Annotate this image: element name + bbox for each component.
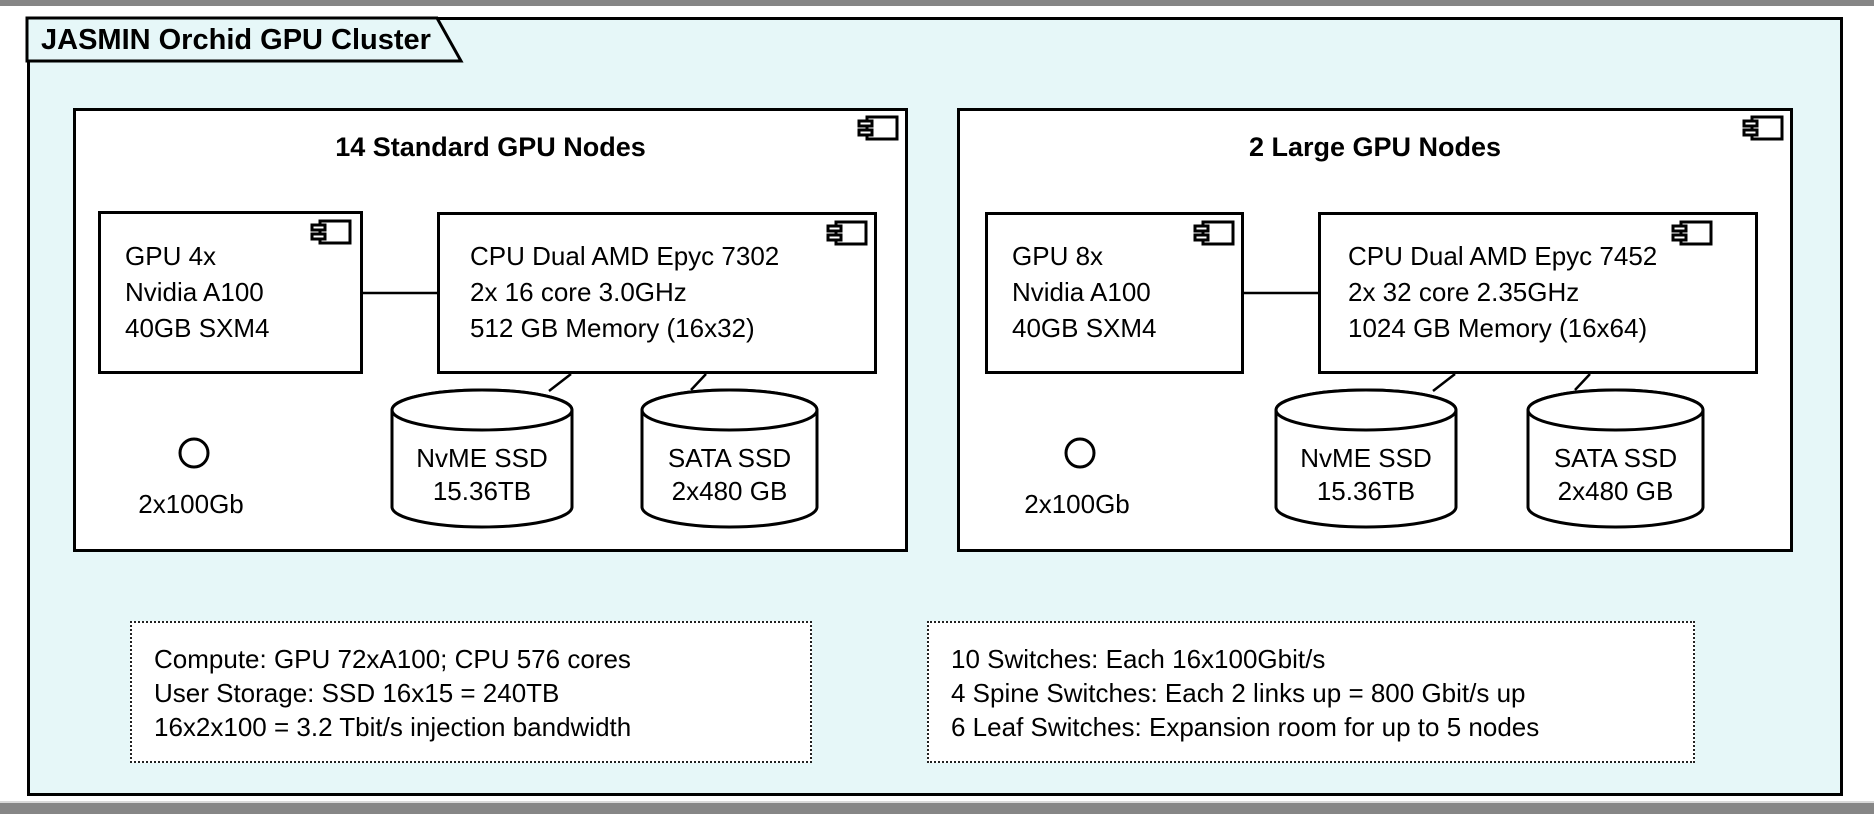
- cluster-title: JASMIN Orchid GPU Cluster: [41, 24, 431, 56]
- sata-ssd-label-large: SATA SSD 2x480 GB: [1528, 442, 1703, 508]
- note-line: 6 Leaf Switches: Expansion room for up t…: [951, 712, 1540, 742]
- large-node-label: 2 Large GPU Nodes: [1248, 132, 1502, 162]
- large-gpu-spec: GPU 8x Nvidia A100 40GB SXM4: [1012, 238, 1157, 346]
- window-chrome-top-bar: [0, 0, 1874, 6]
- gpu-spec-line: Nvidia A100: [1012, 277, 1151, 307]
- network-label-standard: 2x100Gb: [138, 489, 244, 519]
- cpu-spec-line: CPU Dual AMD Epyc 7452: [1348, 241, 1658, 271]
- nvme-ssd-label-standard: NvME SSD 15.36TB: [392, 442, 572, 508]
- cpu-spec-line: 2x 32 core 2.35GHz: [1348, 277, 1580, 307]
- note-network-summary: 10 Switches: Each 16x100Gbit/s 4 Spine S…: [927, 621, 1695, 763]
- cpu-spec-line: 1024 GB Memory (16x64): [1348, 313, 1648, 343]
- cpu-spec-line: CPU Dual AMD Epyc 7302: [470, 241, 780, 271]
- cpu-spec-line: 512 GB Memory (16x32): [470, 313, 755, 343]
- cpu-spec-line: 2x 16 core 3.0GHz: [470, 277, 687, 307]
- large-cpu-spec: CPU Dual AMD Epyc 7452 2x 32 core 2.35GH…: [1348, 238, 1657, 346]
- note-compute-summary: Compute: GPU 72xA100; CPU 576 cores User…: [130, 621, 812, 763]
- gpu-spec-line: GPU 8x: [1012, 241, 1104, 271]
- network-label-large: 2x100Gb: [1024, 489, 1130, 519]
- sata-ssd-label-standard: SATA SSD 2x480 GB: [642, 442, 817, 508]
- standard-gpu-spec: GPU 4x Nvidia A100 40GB SXM4: [125, 238, 270, 346]
- note-line: 10 Switches: Each 16x100Gbit/s: [951, 644, 1326, 674]
- standard-cpu-component-box: [437, 212, 877, 374]
- gpu-spec-line: 40GB SXM4: [125, 313, 270, 343]
- cylinder-label-line: SATA SSD: [1553, 443, 1678, 473]
- gpu-spec-line: Nvidia A100: [125, 277, 264, 307]
- cylinder-label-line: 15.36TB: [432, 476, 532, 506]
- window-chrome-bottom-bar: [0, 803, 1874, 814]
- cylinder-label-line: NvME SSD: [416, 443, 548, 473]
- cylinder-label-line: NvME SSD: [1300, 443, 1432, 473]
- standard-cpu-spec: CPU Dual AMD Epyc 7302 2x 16 core 3.0GHz…: [470, 238, 779, 346]
- cylinder-label-line: SATA SSD: [667, 443, 792, 473]
- note-line: 16x2x100 = 3.2 Tbit/s injection bandwidt…: [154, 712, 632, 742]
- note-line: User Storage: SSD 16x15 = 240TB: [154, 678, 560, 708]
- cylinder-label-line: 2x480 GB: [671, 476, 788, 506]
- cylinder-label-line: 2x480 GB: [1557, 476, 1674, 506]
- note-line: Compute: GPU 72xA100; CPU 576 cores: [154, 644, 631, 674]
- gpu-spec-line: 40GB SXM4: [1012, 313, 1157, 343]
- nvme-ssd-label-large: NvME SSD 15.36TB: [1276, 442, 1456, 508]
- note-line: 4 Spine Switches: Each 2 links up = 800 …: [951, 678, 1526, 708]
- cylinder-label-line: 15.36TB: [1316, 476, 1416, 506]
- standard-node-label: 14 Standard GPU Nodes: [335, 132, 646, 162]
- gpu-spec-line: GPU 4x: [125, 241, 217, 271]
